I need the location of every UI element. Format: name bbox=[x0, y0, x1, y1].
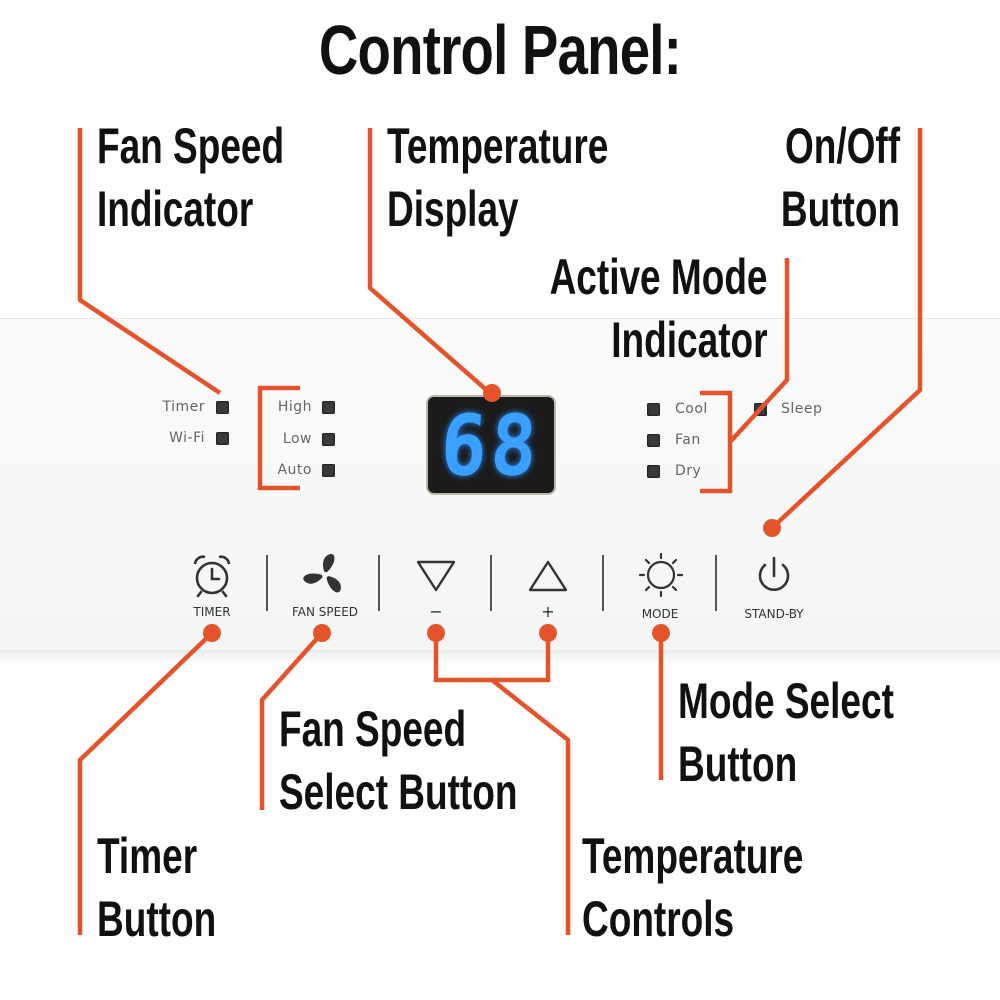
fan-auto-led bbox=[322, 464, 335, 477]
sun-icon bbox=[638, 552, 684, 598]
callout-line-2: Button bbox=[678, 736, 798, 792]
callout-line-1: Mode Select bbox=[678, 673, 894, 729]
callout-line-1: Fan Speed bbox=[97, 118, 285, 174]
timer-led bbox=[216, 401, 229, 414]
fan-high-led bbox=[322, 401, 335, 414]
timer-button-label: TIMER bbox=[193, 605, 231, 619]
callout-line-2: Button bbox=[780, 181, 900, 237]
cool-led bbox=[647, 403, 660, 416]
callout-mode-select-button: Mode Select Button bbox=[678, 670, 894, 796]
callout-line-1: Timer bbox=[97, 828, 198, 884]
panel-ledge bbox=[0, 650, 1000, 664]
timer-button[interactable]: TIMER bbox=[180, 548, 244, 624]
callout-fan-speed-indicator: Fan Speed Indicator bbox=[97, 115, 284, 241]
temperature-value: 68 bbox=[438, 396, 544, 494]
fan-icon bbox=[303, 554, 341, 593]
indicator-label-wifi: Wi-Fi bbox=[169, 430, 205, 446]
callout-line-2: Display bbox=[387, 181, 519, 237]
callout-line-1: On/Off bbox=[784, 118, 900, 174]
fan-low-led bbox=[322, 433, 335, 446]
mode-label-cool: Cool bbox=[675, 401, 708, 417]
standby-button-label: STAND-BY bbox=[744, 607, 804, 621]
button-separator bbox=[490, 555, 492, 611]
callout-line-1: Active Mode bbox=[550, 249, 768, 305]
fan-speed-button[interactable]: FAN SPEED bbox=[290, 548, 360, 624]
callout-line-2: Controls bbox=[582, 891, 735, 947]
wifi-led bbox=[216, 432, 229, 445]
callout-timer-button: Timer Button bbox=[97, 825, 216, 951]
callout-line-2: Indicator bbox=[97, 181, 254, 237]
button-separator bbox=[378, 555, 380, 611]
page-title: Control Panel: bbox=[318, 11, 682, 89]
indicator-label-timer: Timer bbox=[162, 399, 205, 415]
callout-line-1: Temperature bbox=[582, 828, 804, 884]
temperature-display: 68 bbox=[426, 395, 556, 495]
callout-temperature-controls: Temperature Controls bbox=[582, 825, 803, 951]
callout-line-1: Fan Speed bbox=[279, 701, 467, 757]
mode-button-label: MODE bbox=[641, 607, 679, 621]
alarm-clock-icon bbox=[193, 555, 231, 598]
power-icon bbox=[758, 556, 790, 592]
sleep-label: Sleep bbox=[781, 401, 823, 417]
dry-led bbox=[647, 465, 660, 478]
fan-speed-button-label: FAN SPEED bbox=[291, 605, 359, 619]
callout-fan-speed-select-button: Fan Speed Select Button bbox=[279, 698, 517, 824]
button-separator bbox=[602, 555, 604, 611]
callout-line-2: Button bbox=[97, 891, 217, 947]
minus-label: − bbox=[429, 602, 443, 621]
mode-label-dry: Dry bbox=[675, 463, 702, 479]
callout-active-mode-indicator: Active Mode Indicator bbox=[550, 246, 768, 372]
fan-mode-led bbox=[647, 434, 660, 447]
callout-line-1: Temperature bbox=[387, 118, 609, 174]
mode-label-fan: Fan bbox=[675, 432, 701, 448]
standby-button[interactable]: STAND-BY bbox=[744, 548, 804, 624]
triangle-up-icon bbox=[528, 560, 568, 592]
callout-onoff-button: On/Off Button bbox=[781, 115, 900, 241]
callout-temperature-display: Temperature Display bbox=[387, 115, 608, 241]
mode-button[interactable]: MODE bbox=[630, 548, 692, 624]
plus-label: + bbox=[541, 602, 555, 621]
callout-line-2: Indicator bbox=[611, 312, 768, 368]
fan-speed-label-low: Low bbox=[282, 431, 312, 447]
button-separator bbox=[266, 555, 268, 611]
temperature-down-button[interactable]: − bbox=[410, 548, 462, 624]
temperature-up-button[interactable]: + bbox=[522, 548, 574, 624]
button-separator bbox=[715, 555, 717, 611]
triangle-down-icon bbox=[416, 560, 456, 592]
callout-line-2: Select Button bbox=[279, 764, 518, 820]
sleep-led bbox=[754, 403, 767, 416]
fan-speed-label-auto: Auto bbox=[277, 462, 312, 478]
fan-speed-label-high: High bbox=[277, 399, 312, 415]
